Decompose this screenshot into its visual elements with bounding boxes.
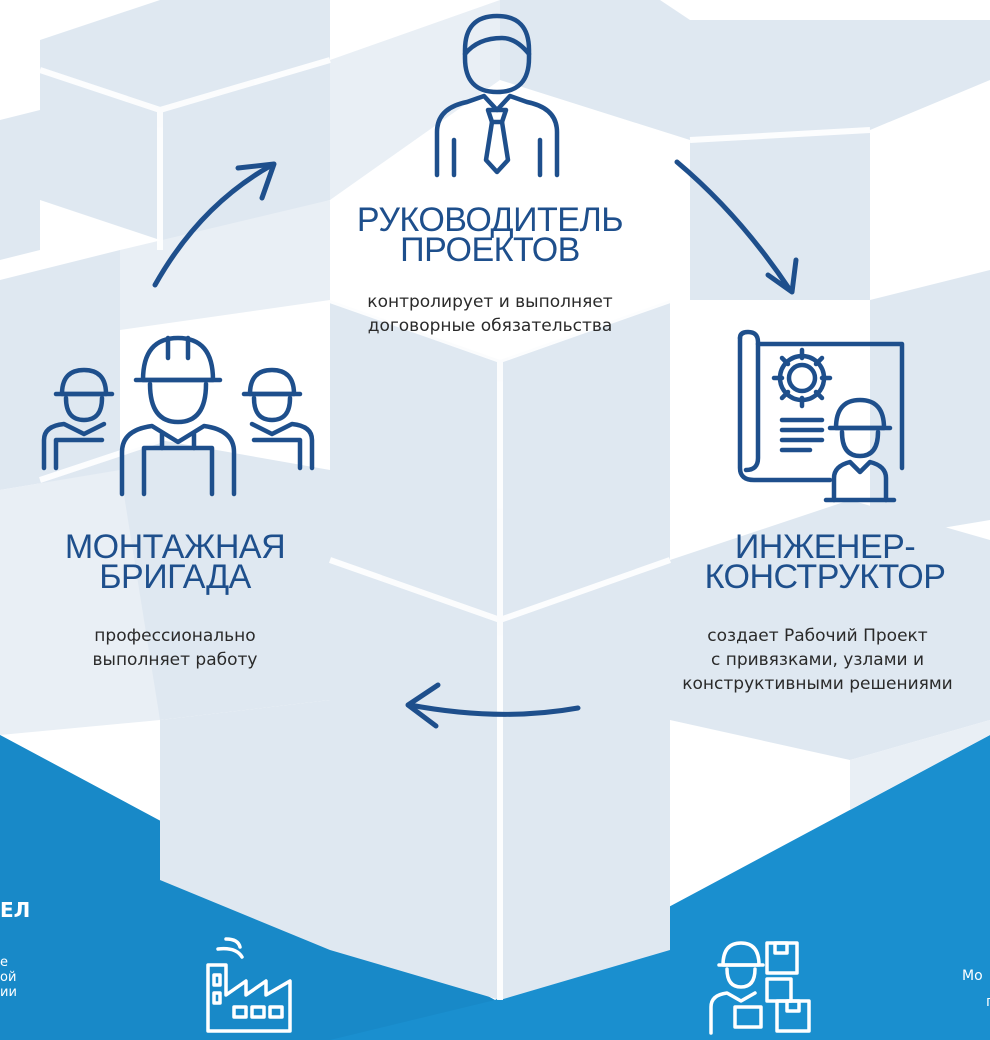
crew-title: МОНТАЖНАЯ БРИГАДА xyxy=(15,528,335,596)
crew-desc-line-1: профессионально xyxy=(94,626,256,646)
workers-team-icon xyxy=(40,322,315,502)
manager-description: контролирует и выполняет договорные обяз… xyxy=(320,290,660,338)
manager-title: РУКОВОДИТЕЛЬ ПРОЕКТОВ xyxy=(330,201,650,269)
manager-desc-line-2: договорные обязательства xyxy=(367,316,613,336)
arrow-engineer-to-crew xyxy=(407,702,581,717)
engineer-title: ИНЖЕНЕР- КОНСТРУКТОР xyxy=(665,528,985,596)
crew-title-line-2: БРИГАДА xyxy=(99,558,251,596)
bottom-left-heading: ЕЛ xyxy=(0,898,31,922)
engineer-description: создает Рабочий Проект с привязками, узл… xyxy=(645,624,990,696)
engineer-desc-line-1: создает Рабочий Проект xyxy=(707,626,928,646)
bottom-left-text: е ой ии xyxy=(0,955,17,1000)
worker-with-boxes-icon xyxy=(705,935,815,1035)
engineer-blueprint-gear-icon xyxy=(730,328,910,508)
engineer-title-line-1: ИНЖЕНЕР- xyxy=(734,528,916,566)
arrow-manager-to-engineer xyxy=(674,159,793,293)
crew-desc-line-2: выполняет работу xyxy=(92,650,258,670)
engineer-desc-line-2: с привязками, узлами и xyxy=(710,650,925,670)
manager-desc-line-1: контролирует и выполняет xyxy=(367,292,613,312)
manager-title-line-1: РУКОВОДИТЕЛЬ xyxy=(356,201,624,239)
manager-title-line-2: ПРОЕКТОВ xyxy=(400,231,580,269)
engineer-title-line-2: КОНСТРУКТОР xyxy=(704,558,946,596)
crew-title-line-1: МОНТАЖНАЯ xyxy=(64,528,286,566)
manager-with-tie-icon xyxy=(432,10,562,185)
crew-description: профессионально выполняет работу xyxy=(35,624,315,672)
factory-icon xyxy=(200,935,300,1035)
arrow-crew-to-manager xyxy=(152,162,275,288)
engineer-desc-line-3: конструктивными решениями xyxy=(682,674,953,694)
bottom-right-text: Мо п xyxy=(962,968,990,1010)
